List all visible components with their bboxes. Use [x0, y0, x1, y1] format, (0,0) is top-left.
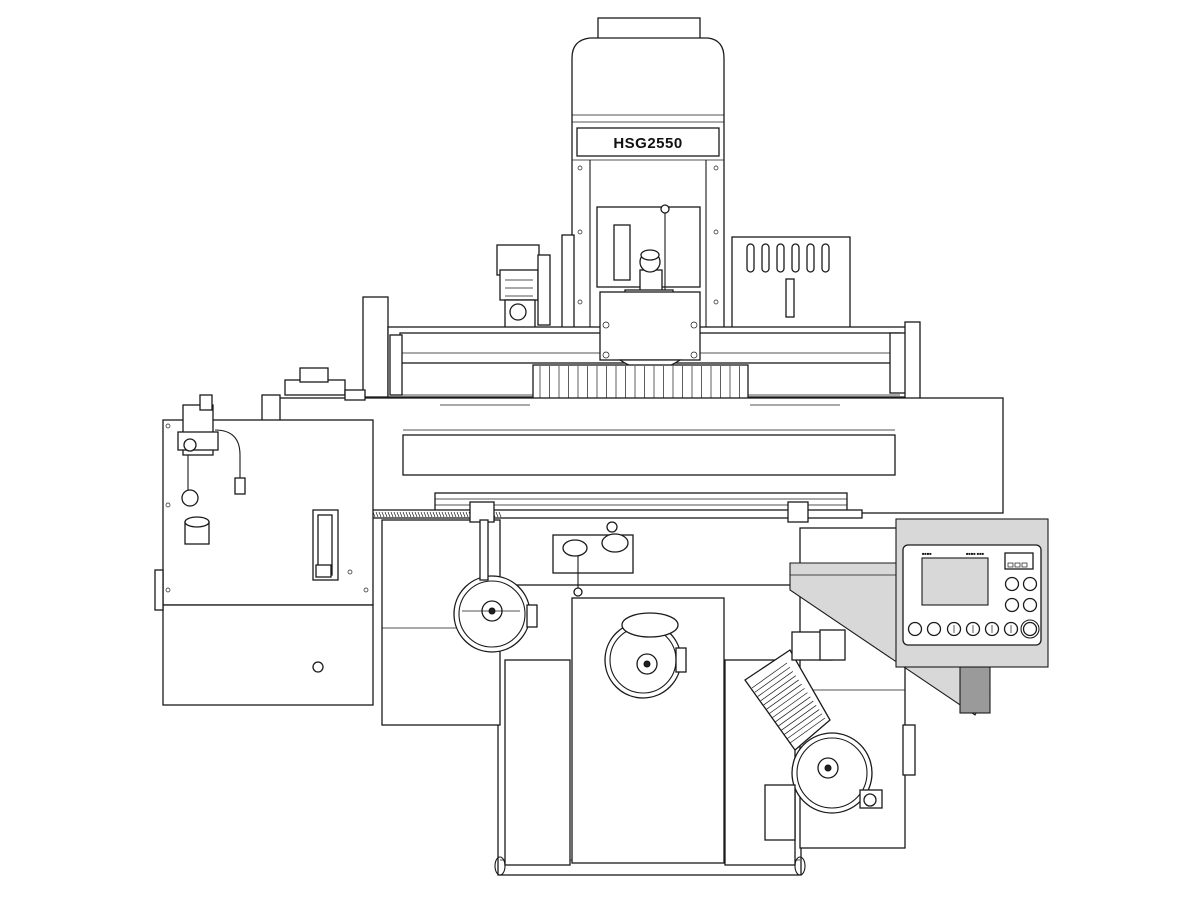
panel-button[interactable] — [1022, 576, 1038, 592]
model-plate-label: HSG2550 — [613, 135, 682, 152]
elevation-motor — [744, 629, 883, 841]
spindle-motor-icon — [496, 234, 575, 331]
vent-slot — [791, 243, 800, 273]
vent-slot — [776, 243, 785, 273]
hydraulic-control — [552, 521, 634, 597]
panel-button[interactable] — [926, 621, 942, 637]
panel-button[interactable] — [1022, 621, 1038, 637]
vent-slot — [821, 243, 830, 273]
vent-slot — [761, 243, 770, 273]
coolant-assembly-icon — [154, 394, 374, 706]
emergency-stop-button[interactable] — [1020, 619, 1040, 639]
handwheel-icon — [453, 519, 873, 814]
panel-button[interactable] — [907, 621, 923, 637]
spindle-column — [571, 17, 725, 331]
panel-button[interactable] — [1022, 597, 1038, 613]
vent-slot — [806, 243, 815, 273]
panel-button[interactable] — [1004, 576, 1020, 592]
side-guard-vents — [731, 236, 851, 333]
svg-text:■■■■ ■■■: ■■■■ ■■■ — [966, 551, 985, 556]
control-panel-icon: ■■■■ ■■■■ ■■■ — [895, 518, 1049, 668]
svg-text:■■■■: ■■■■ — [922, 551, 932, 556]
panel-button[interactable] — [1004, 597, 1020, 613]
vent-slot — [746, 243, 755, 273]
table-assembly — [261, 291, 1004, 523]
